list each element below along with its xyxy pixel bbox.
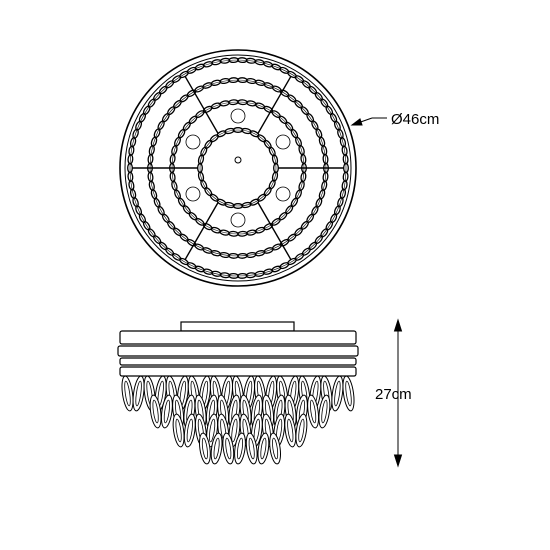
crystal-facet <box>135 380 142 407</box>
crystal-bead <box>216 130 227 138</box>
crystal-facet <box>208 418 216 443</box>
diameter-leader <box>350 117 387 126</box>
canopy-top <box>180 321 295 332</box>
crystal-bead <box>300 153 307 165</box>
ring-guide <box>199 129 277 207</box>
crystal-bead <box>271 154 279 165</box>
crystal-bead <box>197 154 205 165</box>
bulb <box>275 186 291 202</box>
frame-band-1 <box>119 330 357 345</box>
crystal-facet <box>175 418 182 443</box>
crystal-bead <box>342 154 349 165</box>
crystal-facet <box>272 437 279 460</box>
crystal-facet <box>213 437 220 460</box>
frame-spokes <box>132 75 344 261</box>
crystal-facet <box>152 399 159 424</box>
crystal-facet <box>231 418 238 443</box>
crystal-facet <box>225 437 232 460</box>
diameter-label: Ø46cm <box>391 111 439 128</box>
crystal-facet <box>298 418 305 443</box>
bulb <box>185 134 201 150</box>
crystal-facet <box>321 399 328 424</box>
bulb <box>230 108 246 124</box>
crystal-facet <box>236 437 244 460</box>
outer-rim <box>119 49 357 287</box>
crystal-facet <box>287 418 294 443</box>
bulb <box>185 186 201 202</box>
frame-band-4 <box>119 366 357 377</box>
inner-rim <box>124 54 352 282</box>
crystal-bead <box>257 134 267 143</box>
height-dimension <box>393 318 403 468</box>
crystal-drop <box>342 375 355 412</box>
crystal-bead <box>200 179 208 190</box>
crystal-drop <box>331 375 344 412</box>
crystal-bead <box>204 139 213 149</box>
crystal-bead <box>241 127 252 135</box>
height-label: 27cm <box>375 386 412 403</box>
crystal-facet <box>248 437 255 460</box>
crystal-bead <box>268 146 276 157</box>
spoke <box>184 202 219 261</box>
side-view <box>117 321 359 465</box>
center-mount <box>234 156 242 164</box>
crystal-facet <box>334 380 341 407</box>
top-view <box>119 49 357 287</box>
frame-band-2 <box>117 345 359 357</box>
crystal-rings <box>127 57 349 279</box>
crystal-facet <box>163 399 171 424</box>
crystal-bead <box>263 187 272 197</box>
spoke <box>257 75 292 134</box>
crystal-bead <box>271 171 279 182</box>
bulb-positions <box>185 108 291 228</box>
crystal-facet <box>186 418 193 443</box>
crystal-facet <box>309 399 317 424</box>
crystal-drop <box>121 375 134 412</box>
spoke <box>184 75 219 134</box>
bulb <box>275 134 291 150</box>
crystal-facet <box>345 380 352 407</box>
crystal-facet <box>260 437 267 460</box>
frame-band-3 <box>119 357 357 366</box>
crystal-facet <box>201 437 208 460</box>
crystal-facet <box>124 380 131 407</box>
crystal-tiers <box>121 375 355 465</box>
crystal-bead <box>224 201 235 209</box>
crystal-bead <box>209 193 219 202</box>
spoke <box>257 202 292 261</box>
crystal-bead <box>249 198 260 206</box>
crystal-bead <box>322 153 329 165</box>
crystal-drop <box>132 375 145 412</box>
bulb <box>230 212 246 228</box>
